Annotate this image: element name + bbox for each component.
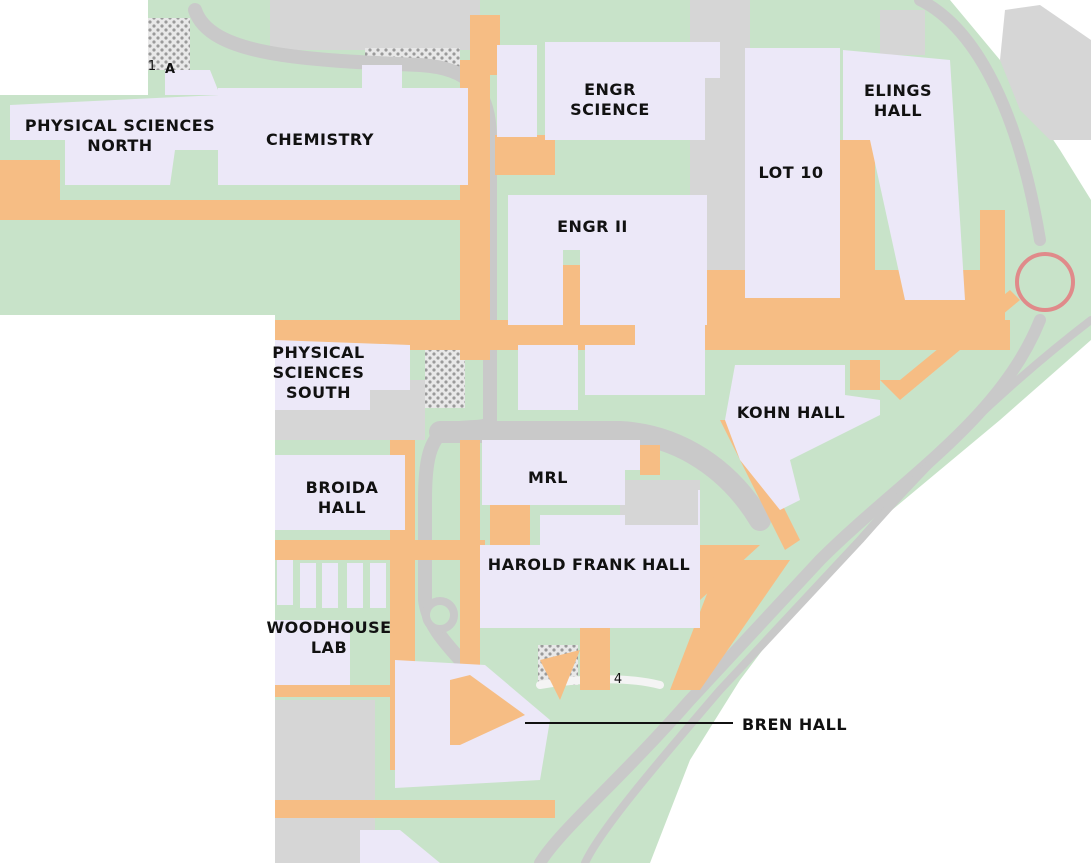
label-physical-sciences-north[interactable]: PHYSICAL SCIENCES NORTH (24, 116, 216, 155)
marker-1: 1 (147, 59, 157, 74)
marker-a: A (164, 62, 176, 77)
label-elings-hall[interactable]: ELINGS HALL (863, 81, 933, 120)
bren-hall-wedge (450, 675, 525, 745)
marker-4: 4 (613, 672, 623, 687)
label-engr-science[interactable]: ENGR SCIENCE (570, 80, 650, 119)
buildings (10, 42, 965, 863)
label-bren-hall[interactable]: BREN HALL (741, 715, 848, 734)
label-mrl[interactable]: MRL (528, 468, 568, 487)
label-kohn-hall[interactable]: KOHN HALL (736, 403, 846, 422)
label-broida-hall[interactable]: BROIDA HALL (305, 478, 379, 517)
label-lot-10[interactable]: LOT 10 (758, 163, 824, 182)
label-woodhouse-lab[interactable]: WOODHOUSE LAB (266, 618, 392, 657)
label-physical-sciences-south[interactable]: PHYSICAL SCIENCES SOUTH (272, 343, 365, 402)
label-engr-ii[interactable]: ENGR II (557, 217, 628, 236)
roundabout (422, 252, 1075, 633)
label-chemistry[interactable]: CHEMISTRY (266, 130, 374, 149)
label-harold-frank-hall[interactable]: HAROLD FRANK HALL (487, 555, 691, 574)
